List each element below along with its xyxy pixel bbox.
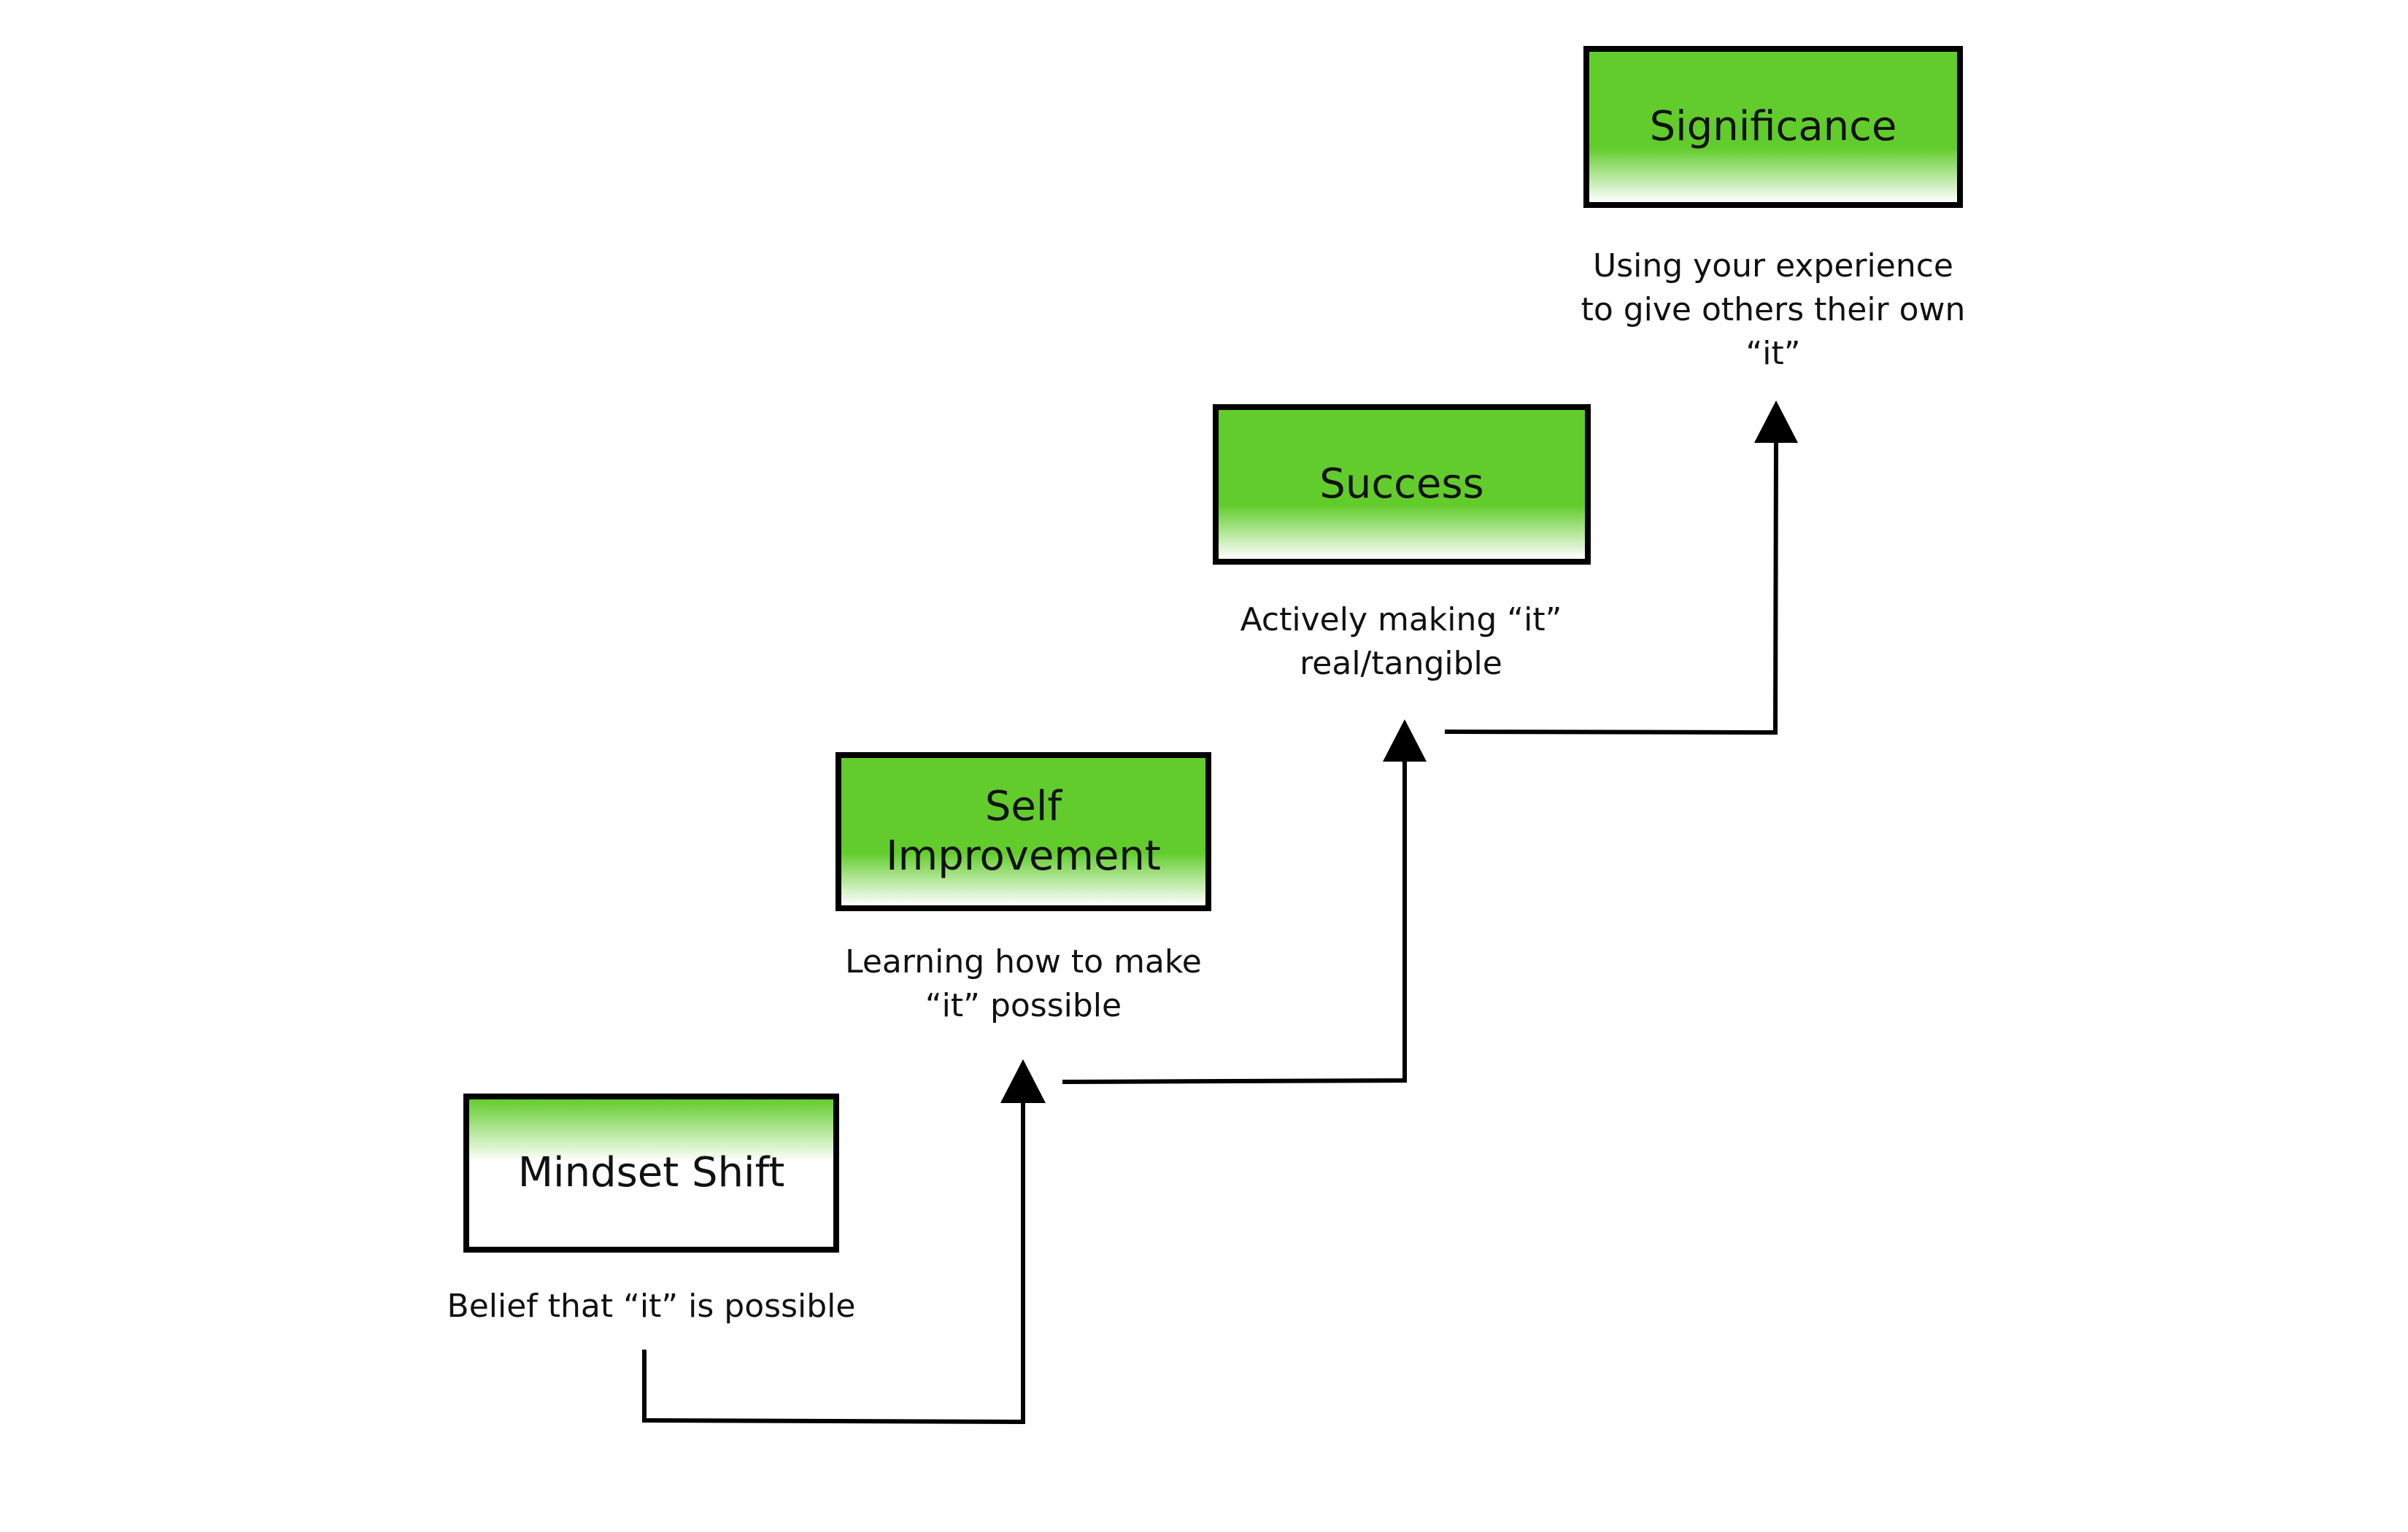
description-line: Belief that “it” is possible	[447, 1288, 856, 1325]
description-line: Using your experience	[1593, 247, 1953, 285]
description-line: real/tangible	[1300, 644, 1502, 682]
step-box-self-improvement: Self Improvement	[836, 752, 1211, 911]
description-line: “it”	[1745, 334, 1801, 372]
step-title-line-1: Self	[984, 782, 1062, 830]
arrow-up-icon	[1383, 719, 1427, 762]
description-line: “it” possible	[925, 986, 1122, 1024]
step-box-mindset-shift: Mindset Shift	[463, 1094, 839, 1253]
step-title: Success	[1319, 460, 1484, 508]
description-line: to give others their own	[1581, 290, 1966, 328]
step-box-success: Success	[1213, 404, 1591, 565]
connector-line-1	[642, 1103, 1025, 1425]
step-title: Mindset Shift	[517, 1148, 785, 1196]
step-title-line-2: Improvement	[886, 832, 1161, 880]
description-line: Learning how to make	[845, 943, 1202, 980]
step-description-self-improvement: Learning how to make “it” possible	[803, 940, 1244, 1028]
step-description-success: Actively making “it” real/tangible	[1182, 598, 1620, 686]
step-description-mindset-shift: Belief that “it” is possible	[427, 1285, 876, 1328]
description-line: Actively making “it”	[1240, 601, 1562, 638]
arrow-up-icon	[1754, 401, 1798, 443]
step-description-significance: Using your experience to give others the…	[1554, 244, 1992, 375]
step-box-significance: Significance	[1583, 46, 1963, 208]
arrow-up-icon	[1000, 1059, 1046, 1103]
connector-line-3	[1444, 442, 1778, 735]
step-title: Significance	[1649, 102, 1897, 150]
connector-line-2	[1062, 762, 1407, 1084]
